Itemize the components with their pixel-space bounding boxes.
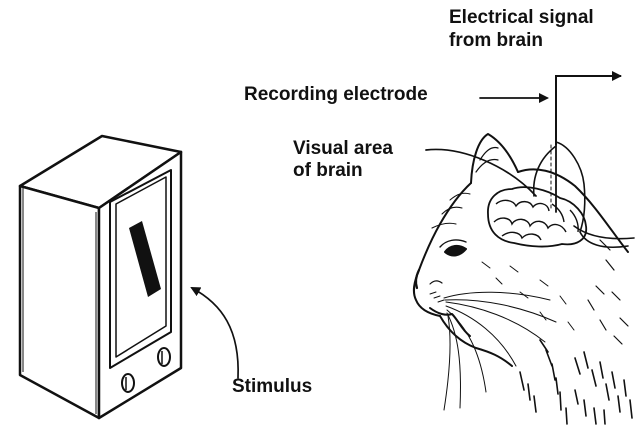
stimulus-monitor	[20, 136, 181, 418]
visual-area-label-line2: of brain	[293, 160, 393, 182]
stimulus-label: Stimulus	[232, 376, 312, 398]
cat-eye	[445, 246, 466, 256]
monitor-side-face	[20, 186, 99, 418]
cat-chin	[440, 316, 512, 366]
electrical-signal-arrow	[556, 76, 620, 144]
cat-whiskers	[444, 292, 556, 410]
stimulus-leader-line	[192, 288, 238, 378]
cat-fur	[482, 240, 632, 424]
visual-area-brain	[488, 187, 586, 246]
electrical-signal-label-line2: from brain	[449, 29, 594, 52]
cat-head	[414, 134, 628, 366]
electrical-signal-label: Electrical signal from brain	[449, 6, 594, 52]
electrical-signal-label-line1: Electrical signal	[449, 6, 594, 29]
recording-electrode-label: Recording electrode	[244, 84, 428, 106]
cat-nose	[416, 270, 419, 288]
visual-area-label-line1: Visual area	[293, 138, 393, 160]
visual-area-label: Visual area of brain	[293, 138, 393, 182]
monitor-knob-right	[158, 348, 170, 366]
brain-outline	[488, 187, 586, 246]
monitor-knob-left	[122, 374, 134, 392]
